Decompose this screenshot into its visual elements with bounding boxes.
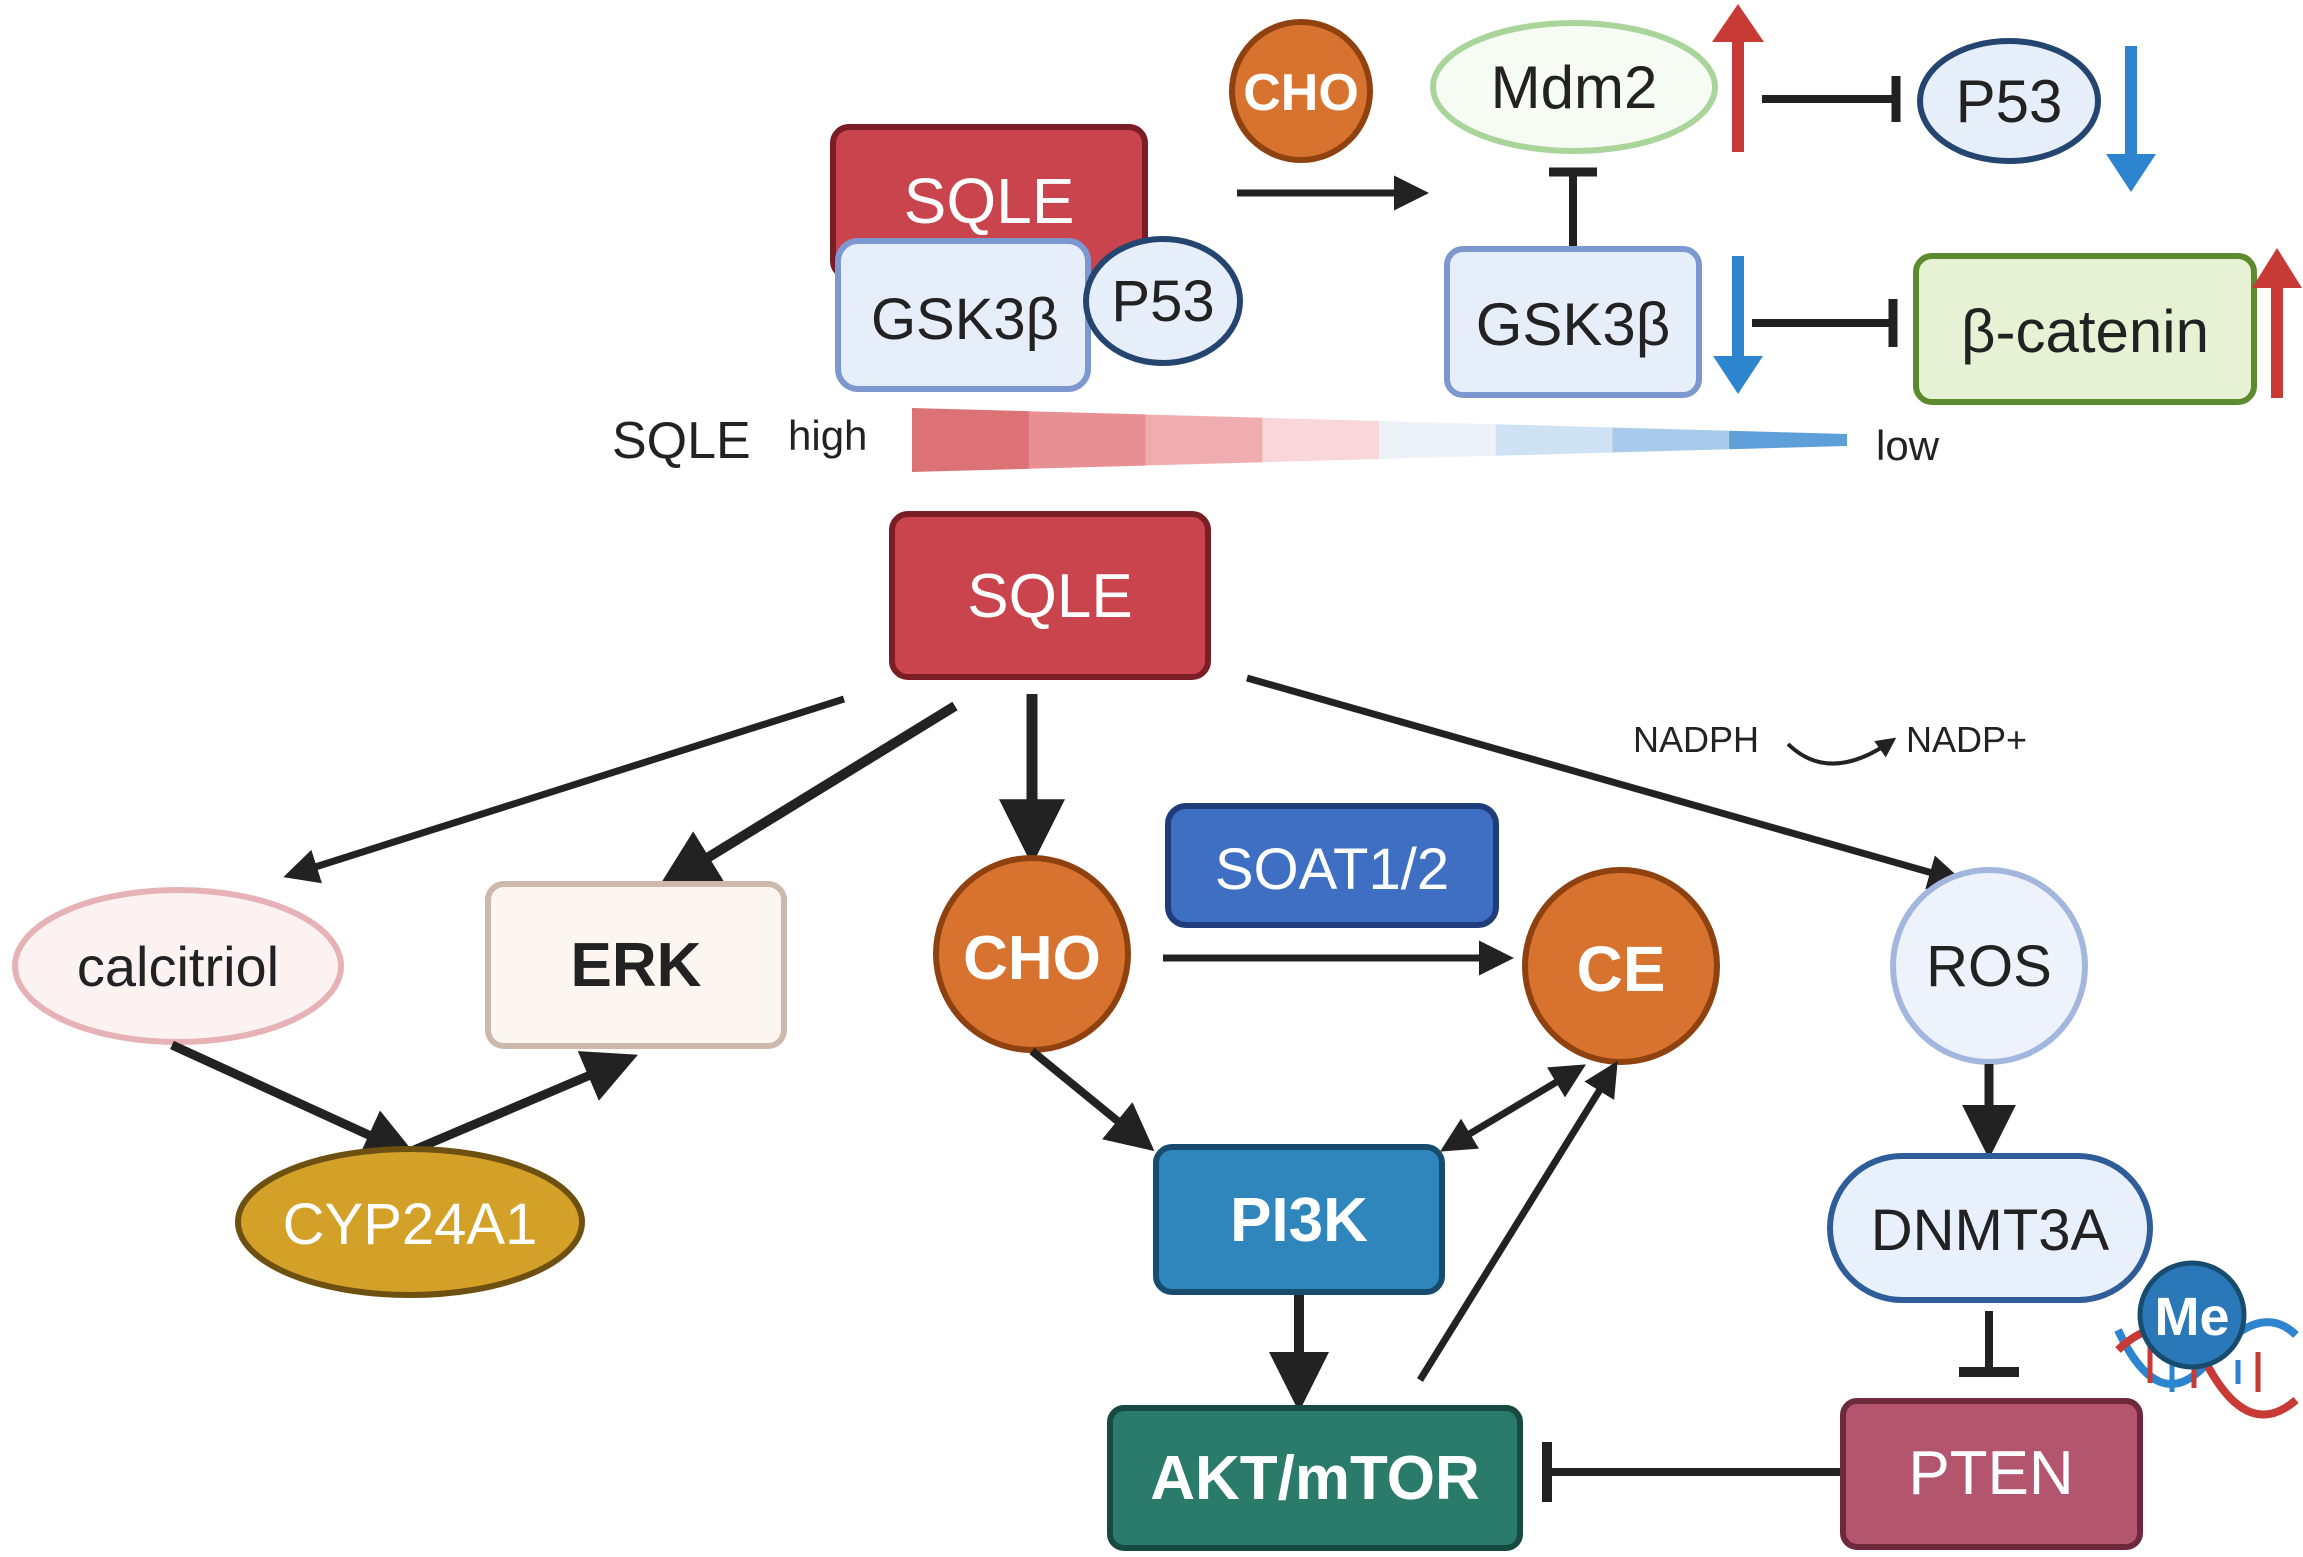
gradient-low-label: low — [1876, 422, 1940, 469]
gradient-step — [1379, 421, 1497, 459]
beta-catenin-box — [1913, 253, 2257, 405]
gradient-step — [1729, 430, 1847, 450]
sqle-main-label: SQLE — [967, 562, 1132, 631]
pten-box — [1840, 1398, 2143, 1550]
soat-box — [1165, 803, 1499, 928]
beta-up-arrowhead — [2252, 248, 2302, 288]
cho-top-circle — [1229, 19, 1373, 163]
cho-top-label: CHO — [1243, 64, 1359, 122]
ros-circle — [1890, 867, 2088, 1065]
cho-to-pi3k — [1029, 1047, 1155, 1152]
gradient-bar — [912, 408, 1847, 472]
gradient-step — [912, 408, 1030, 472]
pi3k-label: PI3K — [1230, 1186, 1368, 1255]
gradient-high-label: high — [788, 412, 867, 459]
soat-label: SOAT1/2 — [1215, 837, 1449, 902]
p53-down-arrowhead — [2106, 154, 2156, 192]
methyl-group-circle — [2137, 1260, 2247, 1370]
gradient-step — [1262, 417, 1380, 463]
cho-main-label: CHO — [963, 924, 1101, 993]
beta-catenin-label: β-catenin — [1961, 298, 2209, 365]
ros-label: ROS — [1926, 934, 2052, 999]
erk-label: ERK — [571, 931, 702, 1000]
erk-box — [485, 881, 787, 1049]
gsk-down-arrowhead — [1713, 356, 1763, 394]
pten-label: PTEN — [1908, 1439, 2073, 1508]
sqle-top-label: SQLE — [904, 165, 1075, 237]
gradient-step — [1612, 427, 1731, 453]
sqle-main-box — [889, 511, 1211, 680]
mdm2-label: Mdm2 — [1491, 54, 1658, 121]
p53-complex-label: P53 — [1111, 269, 1214, 334]
nadp-label: NADP+ — [1906, 719, 2027, 760]
sqle-to-calcitriol — [283, 695, 846, 884]
gradient-step — [1495, 424, 1614, 456]
gradient-sqle-label: SQLE — [612, 412, 751, 470]
gsk-right-label: GSK3β — [1476, 291, 1671, 358]
gradient-step — [1145, 414, 1264, 466]
methyl-label: Me — [2154, 1287, 2229, 1347]
dnmt-box — [1827, 1153, 2153, 1303]
gradient-step — [1028, 411, 1147, 469]
cyp-label: CYP24A1 — [283, 1192, 538, 1257]
nadph-curve-arrow — [1786, 737, 1897, 766]
p53-right-oval — [1917, 38, 2101, 164]
p53-complex-oval — [1083, 236, 1243, 366]
ce-pi3k-bidirectional — [1439, 1064, 1587, 1152]
ce-label: CE — [1577, 933, 1666, 1005]
calcitriol-to-cyp — [170, 1040, 418, 1160]
pi3k-box — [1153, 1144, 1445, 1295]
sqle-to-ros — [1246, 674, 1964, 890]
cho-main-circle — [933, 855, 1131, 1053]
gsk-complex-label: GSK3β — [871, 287, 1059, 352]
gsk-right-box — [1444, 246, 1702, 398]
mdm2-up-arrowhead — [1712, 4, 1764, 42]
akt-to-ce — [1417, 1061, 1618, 1382]
cyp-to-erk — [412, 1051, 638, 1155]
akt-box — [1107, 1405, 1523, 1551]
akt-label: AKT/mTOR — [1150, 1444, 1480, 1513]
dnmt-label: DNMT3A — [1871, 1198, 2110, 1263]
calcitriol-label: calcitriol — [77, 935, 279, 998]
calcitriol-oval — [12, 887, 344, 1045]
mdm2-oval — [1430, 20, 1718, 154]
ce-circle — [1522, 867, 1720, 1065]
nadph-label: NADPH — [1633, 719, 1759, 760]
p53-right-label: P53 — [1956, 68, 2063, 135]
cyp-oval — [235, 1146, 585, 1298]
sqle-to-erk — [657, 701, 958, 889]
